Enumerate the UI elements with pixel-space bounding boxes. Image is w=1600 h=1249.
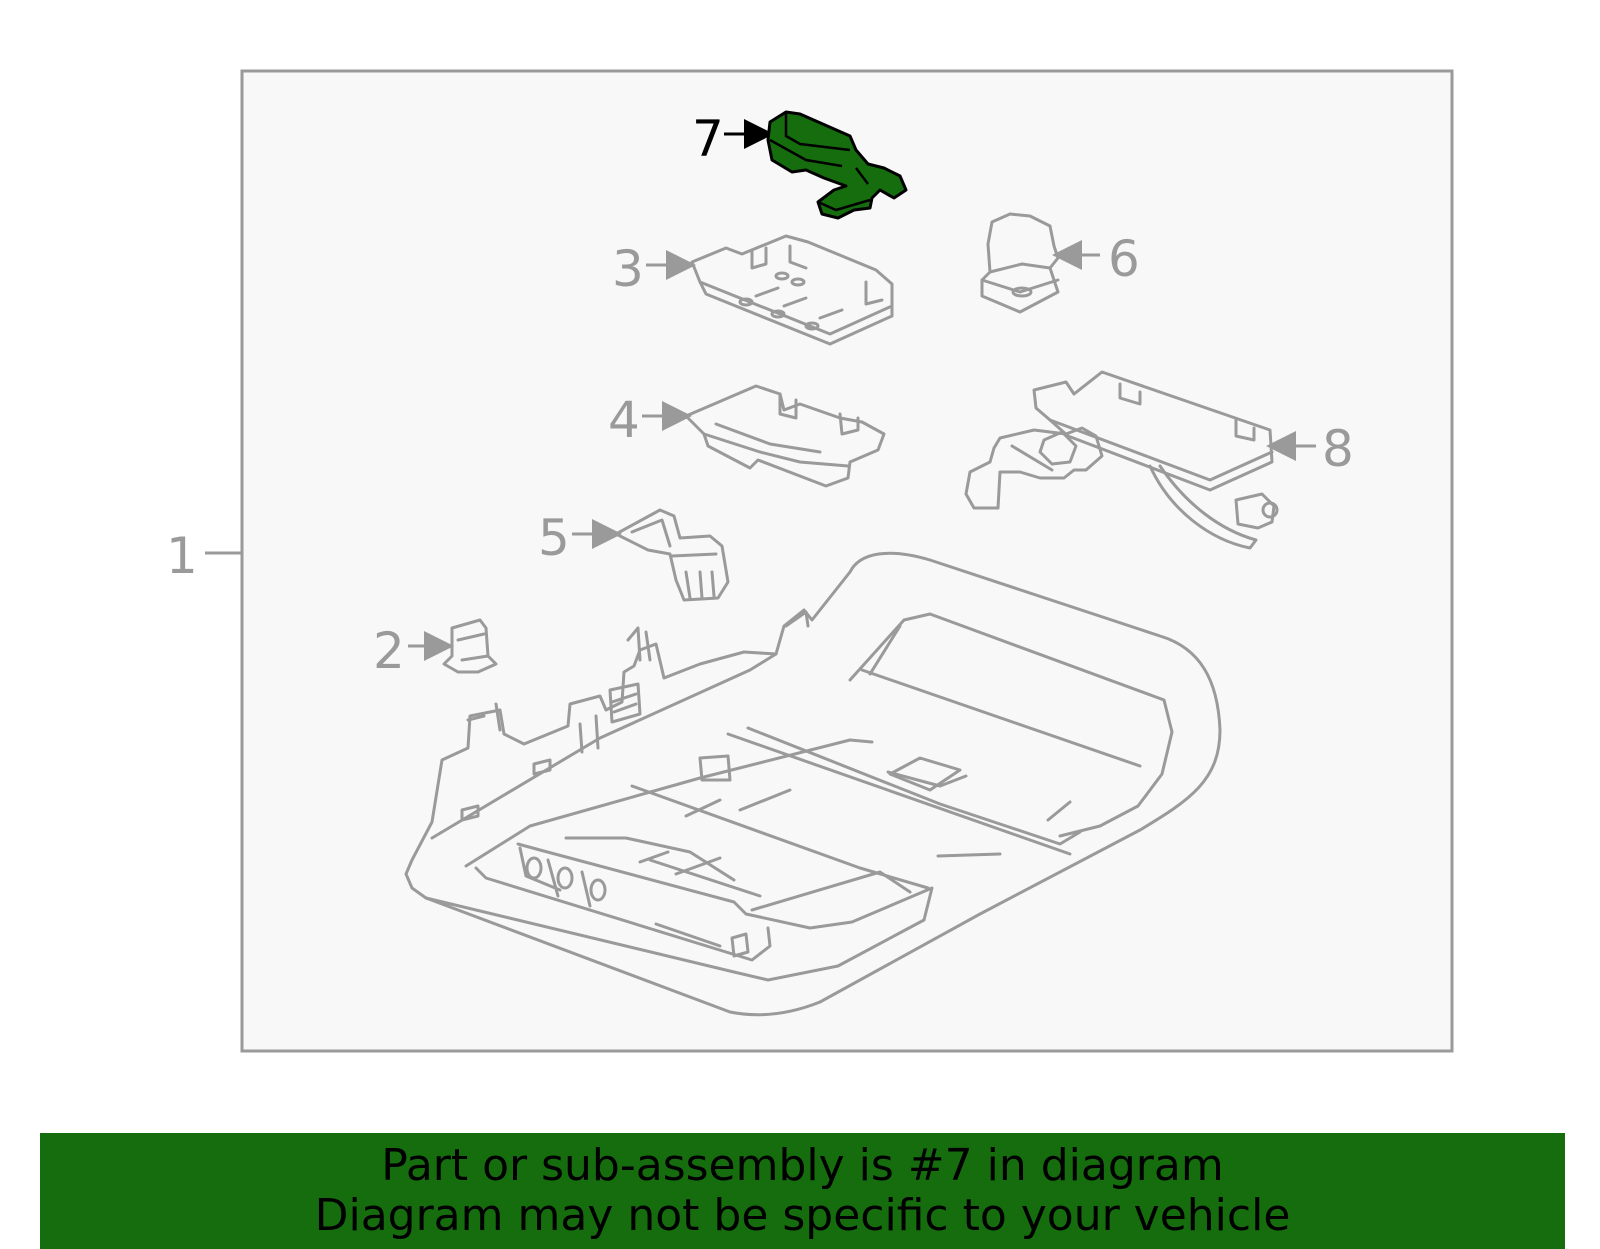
part-8-lamp-module xyxy=(964,370,1279,550)
callout-4: 4 xyxy=(608,391,692,449)
part-2-clip xyxy=(442,618,498,674)
svg-text:5: 5 xyxy=(538,509,570,567)
callout-7: 7 xyxy=(692,110,774,168)
banner-line-2: Diagram may not be specific to your vehi… xyxy=(314,1190,1291,1241)
part-4-bracket xyxy=(684,384,886,488)
part-1-console-housing xyxy=(404,551,1222,1017)
callout-8: 8 xyxy=(1266,420,1354,478)
banner-line-1: Part or sub-assembly is #7 in diagram xyxy=(381,1140,1224,1191)
svg-text:4: 4 xyxy=(608,391,640,449)
callout-2: 2 xyxy=(373,622,454,680)
callout-1: 1 xyxy=(166,527,242,585)
part-3-bracket xyxy=(690,234,894,346)
svg-text:2: 2 xyxy=(373,622,405,680)
svg-text:3: 3 xyxy=(612,240,644,298)
diagram-frame xyxy=(240,69,1454,1053)
svg-text:6: 6 xyxy=(1108,230,1140,288)
svg-text:7: 7 xyxy=(692,110,724,168)
part-6-connector xyxy=(980,212,1060,314)
callout-5: 5 xyxy=(538,509,622,567)
svg-text:1: 1 xyxy=(166,527,198,585)
info-banner: Part or sub-assembly is #7 in diagram Di… xyxy=(40,1133,1565,1249)
callout-3: 3 xyxy=(612,240,696,298)
parts-diagram: 1 2 3 4 5 xyxy=(166,69,1454,1053)
part-5-clip xyxy=(614,508,730,602)
part-7-highlighted xyxy=(766,110,908,220)
svg-text:8: 8 xyxy=(1322,420,1354,478)
callout-6: 6 xyxy=(1052,230,1140,288)
